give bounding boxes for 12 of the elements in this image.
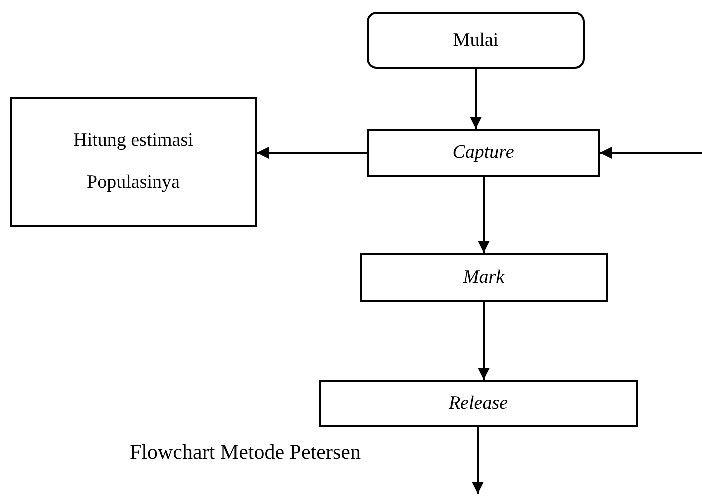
- arrow: [600, 147, 702, 159]
- start-terminator: Mulai: [367, 12, 585, 69]
- arrow: [472, 427, 484, 494]
- arrow: [478, 177, 490, 253]
- arrow: [470, 69, 482, 129]
- process-box: Hitung estimasi Populasinya: [10, 97, 257, 227]
- arrow: [257, 147, 367, 159]
- caption: Flowchart Metode Petersen: [130, 440, 361, 465]
- process-box: Release: [319, 380, 638, 427]
- arrow: [478, 302, 490, 380]
- process-box: Capture: [367, 129, 600, 177]
- process-box: Mark: [360, 253, 608, 302]
